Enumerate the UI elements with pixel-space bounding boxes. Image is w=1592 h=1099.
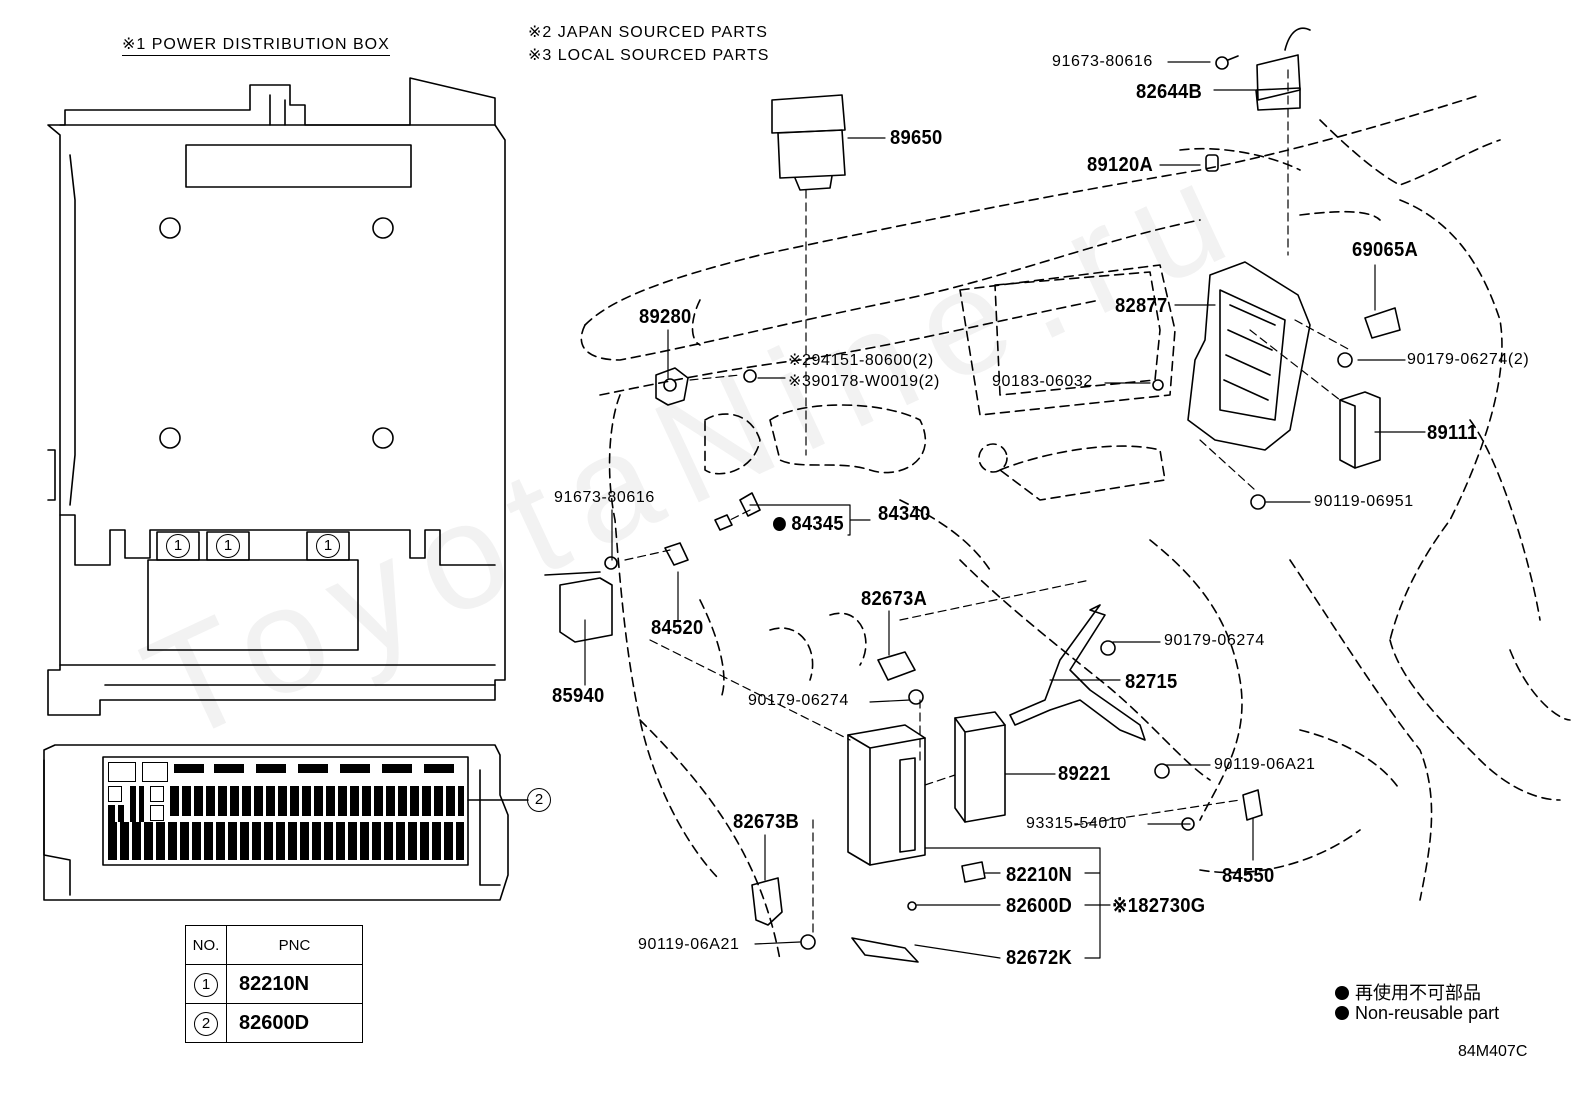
part-82673b-drawing <box>751 877 783 926</box>
label-89120a[interactable]: 89120A <box>1087 154 1154 176</box>
dashboard-outline-drawing <box>580 94 1571 961</box>
leader-lines <box>584 61 1426 959</box>
part-82210n-drawing <box>961 861 986 883</box>
fuse-callout-2: 2 <box>527 788 551 812</box>
pnc-table-header: NO. PNC <box>185 925 363 965</box>
part-82877-drawing <box>1187 261 1311 451</box>
label-89111[interactable]: 89111 <box>1427 422 1478 444</box>
note-local-sourced: ※3 LOCAL SOURCED PARTS <box>528 47 770 64</box>
part-82715-drawing <box>1009 604 1146 741</box>
pnc-row-no: 2 <box>185 1003 227 1043</box>
label-90119-06951[interactable]: 90119-06951 <box>1314 493 1414 510</box>
part-82672k-drawing <box>851 937 919 963</box>
non-reusable-dot <box>773 517 786 531</box>
label-84345[interactable]: 84345 <box>773 514 844 534</box>
label-89280[interactable]: 89280 <box>639 306 692 328</box>
label-90119-06a21-right[interactable]: 90119-06A21 <box>1214 756 1316 773</box>
label-82673b[interactable]: 82673B <box>733 811 800 833</box>
label-84520[interactable]: 84520 <box>651 617 704 639</box>
label-82730g[interactable]: ※182730G <box>1112 895 1206 917</box>
fuse-callout-1c: 1 <box>316 534 340 558</box>
fuse-callout-1b: 1 <box>216 534 240 558</box>
label-82210n[interactable]: 82210N <box>1006 864 1073 886</box>
part-84520-drawing <box>664 542 689 566</box>
label-84550[interactable]: 84550 <box>1222 865 1275 887</box>
power-box-title: ※1 POWER DISTRIBUTION BOX <box>122 34 390 56</box>
label-90179-06274-b[interactable]: 90179-06274 <box>748 692 849 709</box>
table-row: 2 82600D <box>185 1003 363 1043</box>
part-82673a-drawing <box>877 651 916 681</box>
small-fasteners-drawing <box>604 352 1353 950</box>
label-90178-w0019[interactable]: ※390178-W0019(2) <box>788 373 940 390</box>
label-89650[interactable]: 89650 <box>890 127 943 149</box>
legend-dot-icon <box>1335 986 1349 1000</box>
part-84340-drawing <box>714 492 761 531</box>
label-82877[interactable]: 82877 <box>1115 295 1168 317</box>
label-90179-06274-a[interactable]: 90179-06274 <box>1164 632 1265 649</box>
part-89120a-drawing <box>1205 154 1219 172</box>
fuse-callout-1a: 1 <box>166 534 190 558</box>
table-row: 1 82210N <box>185 964 363 1004</box>
label-90179-06274-2[interactable]: 90179-06274(2) <box>1407 351 1530 368</box>
label-82715[interactable]: 82715 <box>1125 671 1178 693</box>
pnc-row-value[interactable]: 82210N <box>226 964 363 1004</box>
label-91673-80616-top[interactable]: 91673-80616 <box>1052 53 1153 70</box>
label-82672k[interactable]: 82672K <box>1006 947 1073 969</box>
label-69065a[interactable]: 69065A <box>1352 239 1419 261</box>
pnc-table: NO. PNC 1 82210N 2 82600D <box>185 925 363 1043</box>
part-82644b-drawing <box>1255 27 1311 111</box>
part-89111-drawing <box>1339 391 1381 469</box>
label-93315-54010[interactable]: 93315-54010 <box>1026 815 1127 832</box>
label-84340[interactable]: 84340 <box>878 503 931 525</box>
part-89280-drawing <box>655 367 689 406</box>
label-94151-80600[interactable]: ※294151-80600(2) <box>788 352 934 369</box>
part-91673-80616-top-drawing <box>1215 55 1239 70</box>
part-85940-drawing <box>544 571 613 643</box>
label-90183-06032[interactable]: 90183-06032 <box>992 373 1093 390</box>
label-82600d[interactable]: 82600D <box>1006 895 1073 917</box>
part-69065a-drawing <box>1364 307 1401 339</box>
part-89221-drawing <box>954 711 1006 823</box>
label-82673a[interactable]: 82673A <box>861 588 928 610</box>
legend-en: Non-reusable part <box>1335 1003 1499 1024</box>
label-89221[interactable]: 89221 <box>1058 763 1111 785</box>
pnc-header-pnc: PNC <box>226 925 363 965</box>
part-ecu-block-drawing <box>847 724 926 866</box>
label-85940[interactable]: 85940 <box>552 685 605 707</box>
fuse-block-drawing <box>43 744 529 901</box>
part-84550-drawing <box>1242 789 1263 821</box>
legend-jp: 再使用不可部品 <box>1335 979 1481 1005</box>
part-89650-drawing <box>771 94 846 191</box>
note-japan-sourced: ※2 JAPAN SOURCED PARTS <box>528 24 768 41</box>
label-82644b[interactable]: 82644B <box>1136 81 1203 103</box>
power-distribution-box-drawing <box>47 77 506 716</box>
pnc-row-value[interactable]: 82600D <box>226 1003 363 1043</box>
legend-dot-icon <box>1335 1006 1349 1020</box>
diagram-code: 84M407C <box>1458 1043 1528 1060</box>
label-90119-06a21-left[interactable]: 90119-06A21 <box>638 936 740 953</box>
label-91673-80616-mid[interactable]: 91673-80616 <box>554 489 655 506</box>
pnc-row-no: 1 <box>185 964 227 1004</box>
pnc-header-no: NO. <box>185 925 227 965</box>
